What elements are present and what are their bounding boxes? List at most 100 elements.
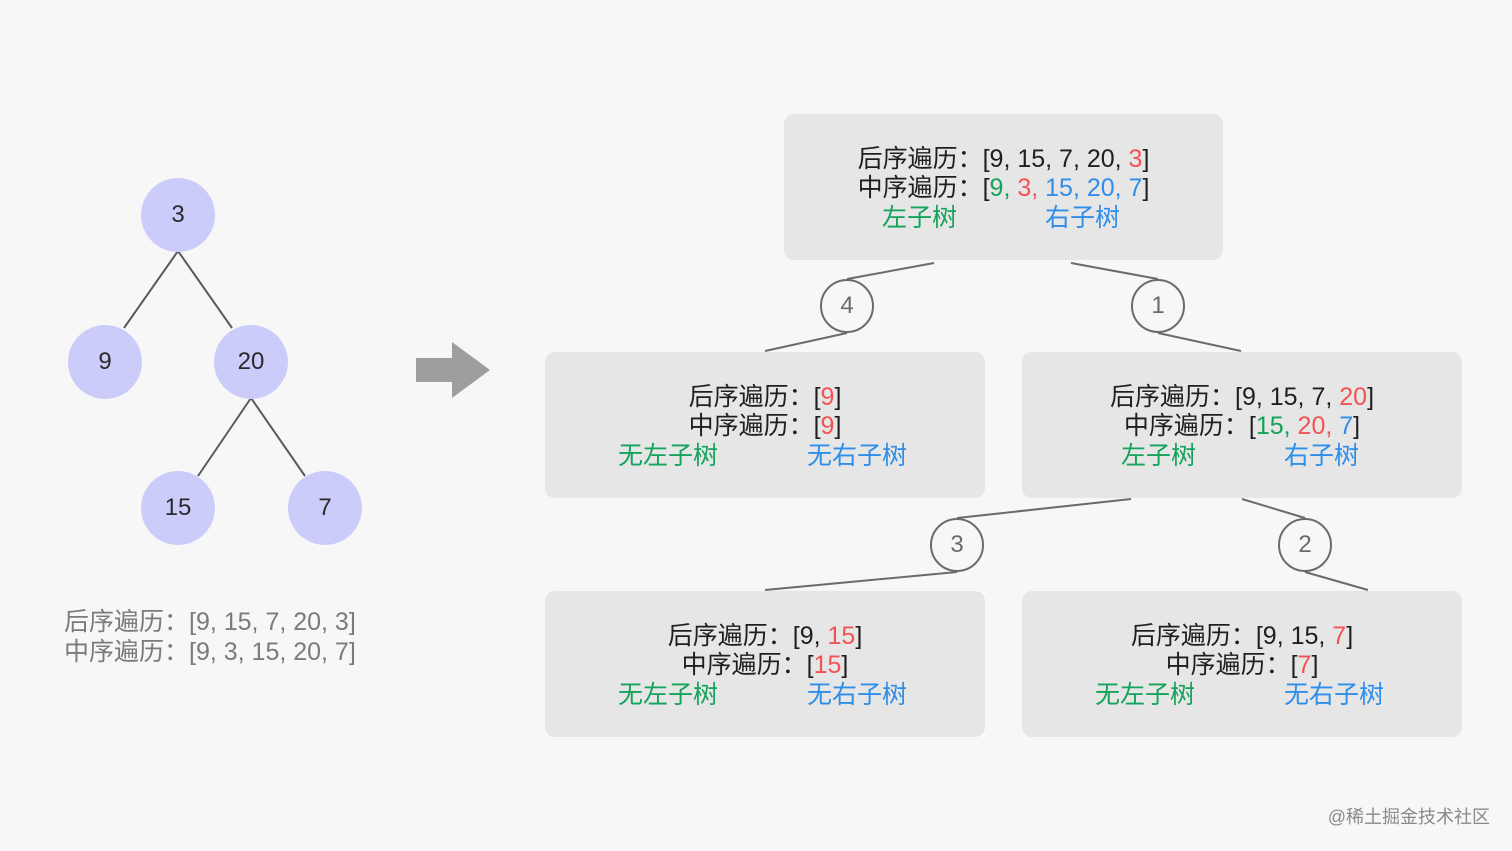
post-close: ]	[855, 622, 863, 650]
in-right-values: 15, 20, 7	[1045, 174, 1143, 202]
no-right-subtree-label: 无右子树	[1284, 681, 1385, 709]
box-node9-inorder: 中序遍历：[9]	[545, 411, 985, 441]
traversal-legend: 后序遍历：[9, 15, 7, 20, 3] 中序遍历：[9, 3, 15, 2…	[64, 607, 394, 667]
left-subtree-label: 左子树	[1121, 442, 1197, 470]
in-prefix: 中序遍历：	[1165, 651, 1291, 679]
no-right-subtree-label: 无右子树	[807, 681, 908, 709]
post-root-value: 20	[1339, 383, 1368, 411]
post-prefix: 后序遍历：	[667, 622, 793, 650]
post-root-value: 9	[820, 383, 835, 411]
box-node-7: 后序遍历：[9, 15, 7] 中序遍历：[7] 无左子树 无右子树	[1022, 591, 1462, 737]
box-node15-inorder: 中序遍历：[15]	[545, 650, 985, 680]
post-values: [9, 15,	[1255, 622, 1333, 650]
link-step2-node7	[1304, 571, 1369, 591]
link-node20-step2	[1241, 498, 1306, 519]
in-left-values: 15,	[1255, 412, 1298, 440]
box-root: 后序遍历：[9, 15, 7, 20, 3] 中序遍历：[9, 3, 15, 2…	[784, 114, 1223, 260]
in-root-value: 3,	[1017, 174, 1046, 202]
post-prefix: 后序遍历：	[857, 145, 983, 173]
post-root-value: 15	[827, 622, 856, 650]
tree-node-9: 9	[68, 325, 142, 399]
in-prefix: 中序遍历：	[688, 412, 814, 440]
post-root-value: 7	[1332, 622, 1347, 650]
postorder-text: 后序遍历：[9, 15, 7, 20, 3]	[64, 608, 356, 636]
box-root-inorder: 中序遍历：[9, 3, 15, 20, 7]	[784, 173, 1223, 203]
in-root-value: 15	[813, 651, 842, 679]
box-node7-subtrees: 无左子树 无右子树	[1022, 680, 1462, 710]
right-subtree-label: 右子树	[1284, 442, 1360, 470]
link-root-step1	[1070, 262, 1159, 280]
box-node15-postorder: 后序遍历：[9, 15]	[545, 621, 985, 651]
right-subtree-label: 右子树	[1045, 204, 1121, 232]
inorder-text: 中序遍历：[9, 3, 15, 20, 7]	[64, 638, 356, 666]
post-prefix: 后序遍历：	[1130, 622, 1256, 650]
post-close: ]	[1367, 383, 1375, 411]
tree-node-15: 15	[141, 471, 215, 545]
post-close: ]	[1346, 622, 1354, 650]
edge-3-9	[123, 250, 179, 329]
step-number: 2	[1298, 531, 1312, 558]
step-1-badge: 1	[1131, 279, 1185, 333]
in-root-value: 7	[1297, 651, 1312, 679]
tree-node-20: 20	[214, 325, 288, 399]
no-left-subtree-label: 无左子树	[618, 442, 719, 470]
tree-node-label: 20	[237, 348, 265, 375]
box-node9-postorder: 后序遍历：[9]	[545, 382, 985, 412]
step-number: 4	[840, 292, 854, 319]
box-node-9: 后序遍历：[9] 中序遍历：[9] 无左子树 无右子树	[545, 352, 985, 498]
tree-node-label: 7	[318, 494, 332, 521]
in-open: [	[1248, 412, 1256, 440]
in-prefix: 中序遍历：	[857, 174, 983, 202]
post-values: [9,	[792, 622, 828, 650]
in-right-values: 7	[1339, 412, 1354, 440]
post-prefix: 后序遍历：	[1109, 383, 1235, 411]
link-node20-step3	[956, 498, 1132, 519]
post-root-value: 3	[1128, 145, 1143, 173]
box-node-15: 后序遍历：[9, 15] 中序遍历：[15] 无左子树 无右子树	[545, 591, 985, 737]
box-node9-subtrees: 无左子树 无右子树	[545, 441, 985, 471]
in-left-values: 9,	[989, 174, 1018, 202]
edge-20-15	[197, 397, 252, 477]
in-open: [	[813, 412, 821, 440]
post-close: ]	[834, 383, 842, 411]
no-right-subtree-label: 无右子树	[807, 442, 908, 470]
step-3-badge: 3	[930, 518, 984, 572]
post-values: [9, 15, 7, 20,	[982, 145, 1129, 173]
post-close: ]	[1142, 145, 1150, 173]
in-close: ]	[841, 651, 849, 679]
step-number: 1	[1151, 292, 1165, 319]
box-node15-subtrees: 无左子树 无右子树	[545, 680, 985, 710]
in-root-value: 20,	[1297, 412, 1340, 440]
box-node20-subtrees: 左子树 右子树	[1022, 441, 1462, 471]
link-root-step4	[846, 262, 935, 280]
step-number: 3	[950, 531, 964, 558]
link-step1-node20	[1157, 332, 1242, 352]
in-close: ]	[1142, 174, 1150, 202]
tree-node-label: 9	[98, 348, 112, 375]
post-open: [	[813, 383, 821, 411]
left-subtree-label: 左子树	[882, 204, 958, 232]
box-node7-inorder: 中序遍历：[7]	[1022, 650, 1462, 680]
tree-node-7: 7	[288, 471, 362, 545]
in-close: ]	[834, 412, 842, 440]
in-open: [	[806, 651, 814, 679]
box-root-postorder: 后序遍历：[9, 15, 7, 20, 3]	[784, 144, 1223, 174]
in-open: [	[982, 174, 990, 202]
box-node20-postorder: 后序遍历：[9, 15, 7, 20]	[1022, 382, 1462, 412]
in-close: ]	[1311, 651, 1319, 679]
step-2-badge: 2	[1278, 518, 1332, 572]
box-node7-postorder: 后序遍历：[9, 15, 7]	[1022, 621, 1462, 651]
no-left-subtree-label: 无左子树	[1095, 681, 1196, 709]
link-step4-node9	[764, 332, 848, 352]
box-root-subtrees: 左子树 右子树	[784, 203, 1223, 233]
edge-20-7	[250, 397, 306, 477]
in-open: [	[1290, 651, 1298, 679]
tree-node-3: 3	[141, 178, 215, 252]
post-prefix: 后序遍历：	[688, 383, 814, 411]
in-root-value: 9	[820, 412, 835, 440]
link-step3-node15	[764, 571, 958, 591]
box-node-20: 后序遍历：[9, 15, 7, 20] 中序遍历：[15, 20, 7] 左子树…	[1022, 352, 1462, 498]
right-arrow-icon	[416, 342, 490, 398]
tree-node-label: 15	[164, 494, 192, 521]
